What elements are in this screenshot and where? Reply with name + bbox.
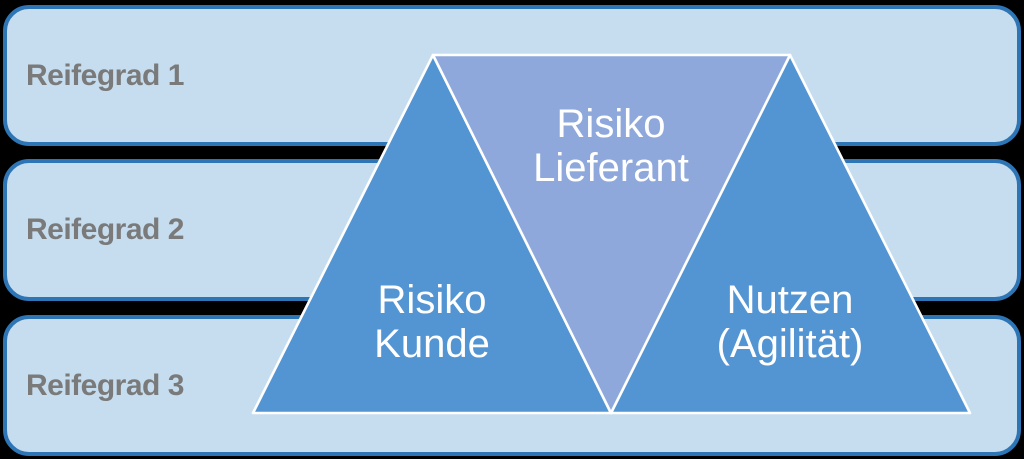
band-reifegrad-3: Reifegrad 3 — [3, 315, 1021, 456]
band-label-reifegrad-2: Reifegrad 2 — [26, 213, 184, 246]
band-label-reifegrad-3: Reifegrad 3 — [26, 368, 184, 402]
band-reifegrad-1: Reifegrad 1 — [3, 5, 1021, 146]
band-label-reifegrad-1: Reifegrad 1 — [26, 58, 184, 92]
band-reifegrad-2: Reifegrad 2 — [3, 159, 1021, 301]
